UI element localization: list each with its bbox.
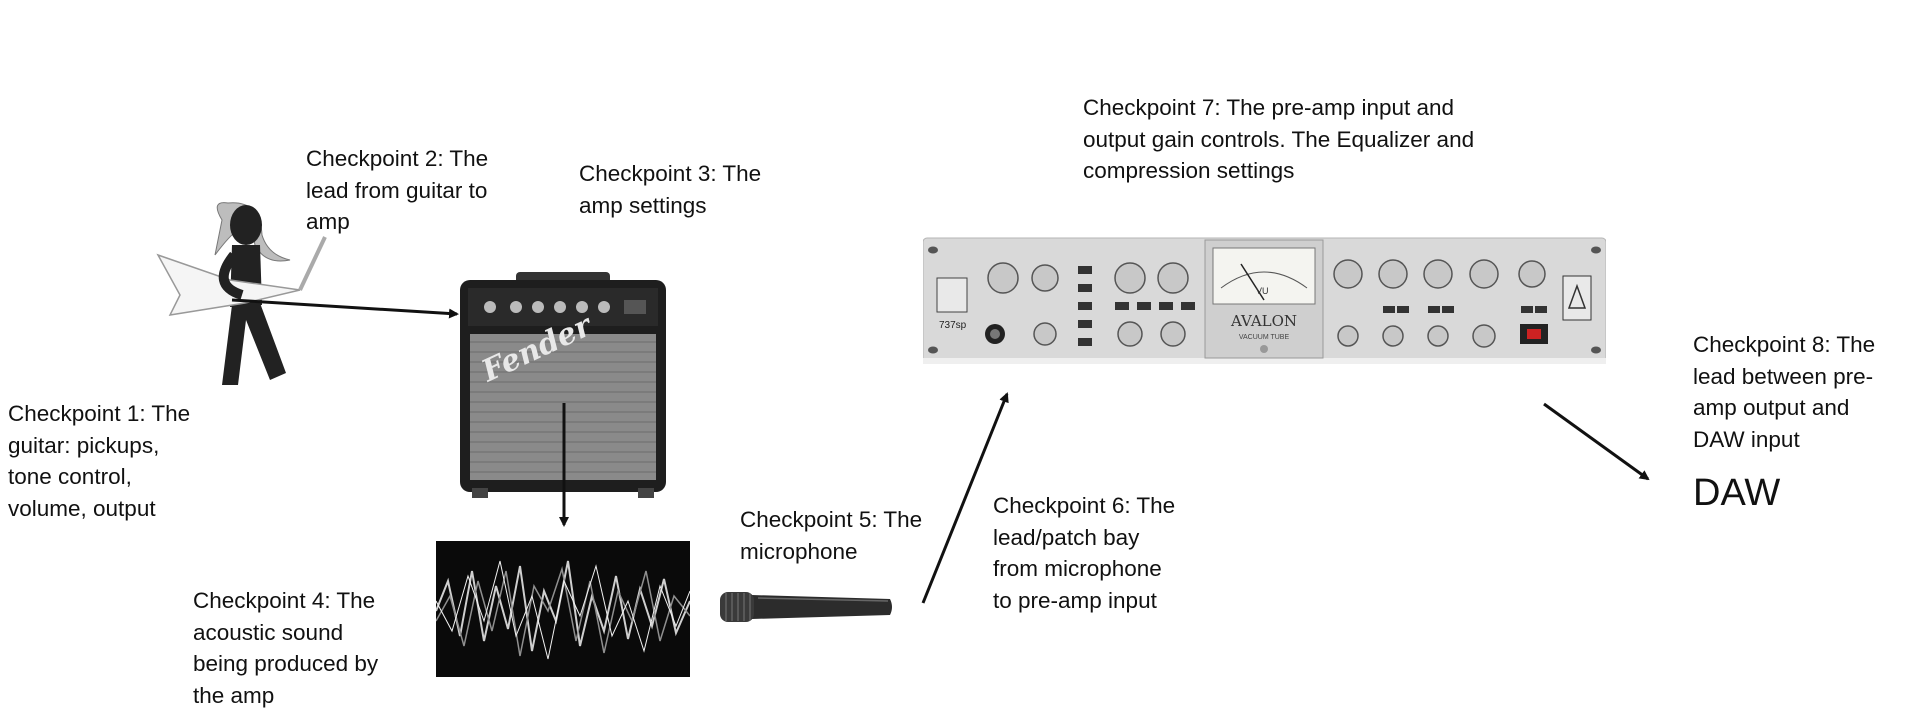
sound-wave-image — [436, 541, 690, 677]
guitarist-image — [150, 195, 340, 385]
daw-label: DAW — [1693, 472, 1781, 514]
checkpoint-5-label: Checkpoint 5: The microphone — [740, 507, 923, 564]
checkpoint-6-label: Checkpoint 6: The lead/patch bay from mi… — [993, 493, 1176, 613]
checkpoint-2-label: Checkpoint 2: The lead from guitar to am… — [306, 146, 489, 234]
preamp-brand-text: AVALON — [1230, 312, 1297, 330]
arrow-guitar-to-amp — [231, 298, 459, 319]
preamp-meter-label: VU — [1256, 286, 1269, 296]
preamp-image: 737sp VU A — [923, 236, 1606, 366]
microphone-image — [718, 589, 894, 625]
checkpoint-1-label: Checkpoint 1: The guitar: pickups, tone … — [8, 401, 191, 521]
arrow-mic-to-preamp — [921, 392, 1009, 604]
preamp-model-text: 737sp — [939, 320, 967, 331]
preamp-subtitle-text: VACUUM TUBE — [1239, 334, 1290, 341]
guitar-amp-image: Fender — [458, 272, 668, 504]
checkpoint-7-label: Checkpoint 7: The pre-amp input and outp… — [1083, 95, 1475, 183]
checkpoint-3-label: Checkpoint 3: The amp settings — [579, 161, 762, 218]
checkpoint-8-label: Checkpoint 8: The lead between pre- amp … — [1693, 332, 1876, 452]
arrow-preamp-to-daw — [1543, 402, 1650, 481]
checkpoint-4-label: Checkpoint 4: The acoustic sound being p… — [193, 588, 379, 708]
